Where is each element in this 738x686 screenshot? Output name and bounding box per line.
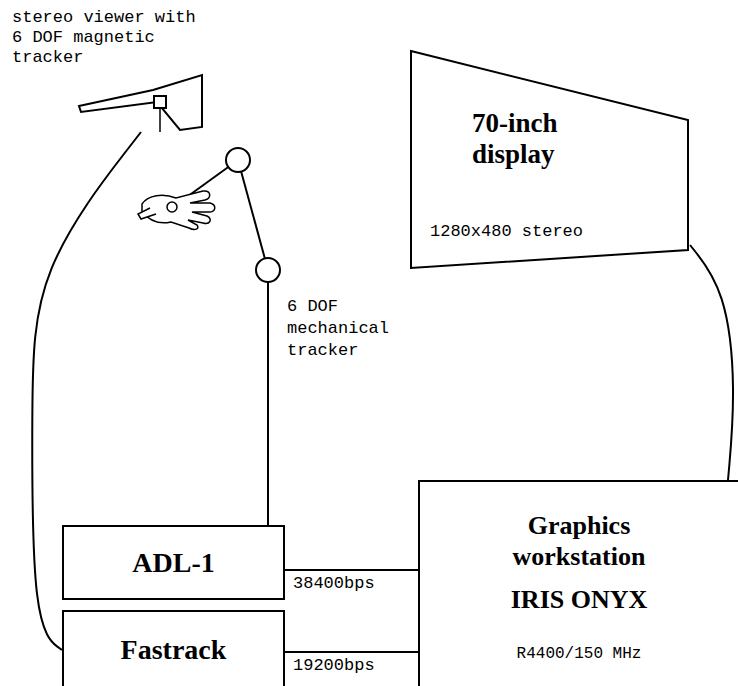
hand-sensor: [167, 202, 177, 212]
arm-joint: [256, 258, 280, 282]
device-name: Fastrack: [121, 634, 227, 666]
cable-line: [690, 245, 733, 480]
arm-segment: [267, 270, 269, 526]
cable-line: [285, 569, 418, 571]
viewer-body: [79, 75, 202, 130]
workstation-model: IRIS ONYX: [511, 584, 648, 615]
stereo-viewer: stereo viewer with 6 DOF magnetic tracke…: [58, 72, 224, 132]
hand-outline: [142, 191, 215, 230]
workstation-title: Graphics workstation: [479, 510, 679, 572]
viewer-outline: [58, 72, 224, 132]
cable-line: [285, 651, 418, 653]
baud-rate: 38400bps: [291, 574, 377, 594]
display-title: 70-inch display: [472, 108, 622, 170]
tracker-label: 6 DOF mechanical tracker: [287, 296, 399, 362]
sensor-cable: [159, 108, 161, 132]
hand-thumb: [138, 208, 156, 219]
workstation-box: Graphics workstationIRIS ONYX R4400/150 M…: [418, 480, 738, 686]
arm-joint: [226, 148, 250, 172]
magnetic-sensor: [154, 96, 166, 108]
hand-icon: [138, 191, 215, 230]
viewer-label: stereo viewer with 6 DOF magnetic tracke…: [12, 8, 212, 68]
workstation-cpu: R4400/150 MHz: [517, 645, 642, 664]
baud-rate: 19200bps: [291, 656, 377, 676]
display-resolution: 1280x480 stereo: [430, 222, 583, 242]
device-box: ADL-1: [62, 525, 285, 600]
device-name: ADL-1: [132, 547, 214, 579]
display-trapezoid: [411, 51, 688, 268]
arm-segment: [238, 160, 268, 270]
device-box: Fastrack: [62, 610, 285, 686]
display-screen: 70-inch display 1280x480 stereo: [410, 50, 690, 270]
